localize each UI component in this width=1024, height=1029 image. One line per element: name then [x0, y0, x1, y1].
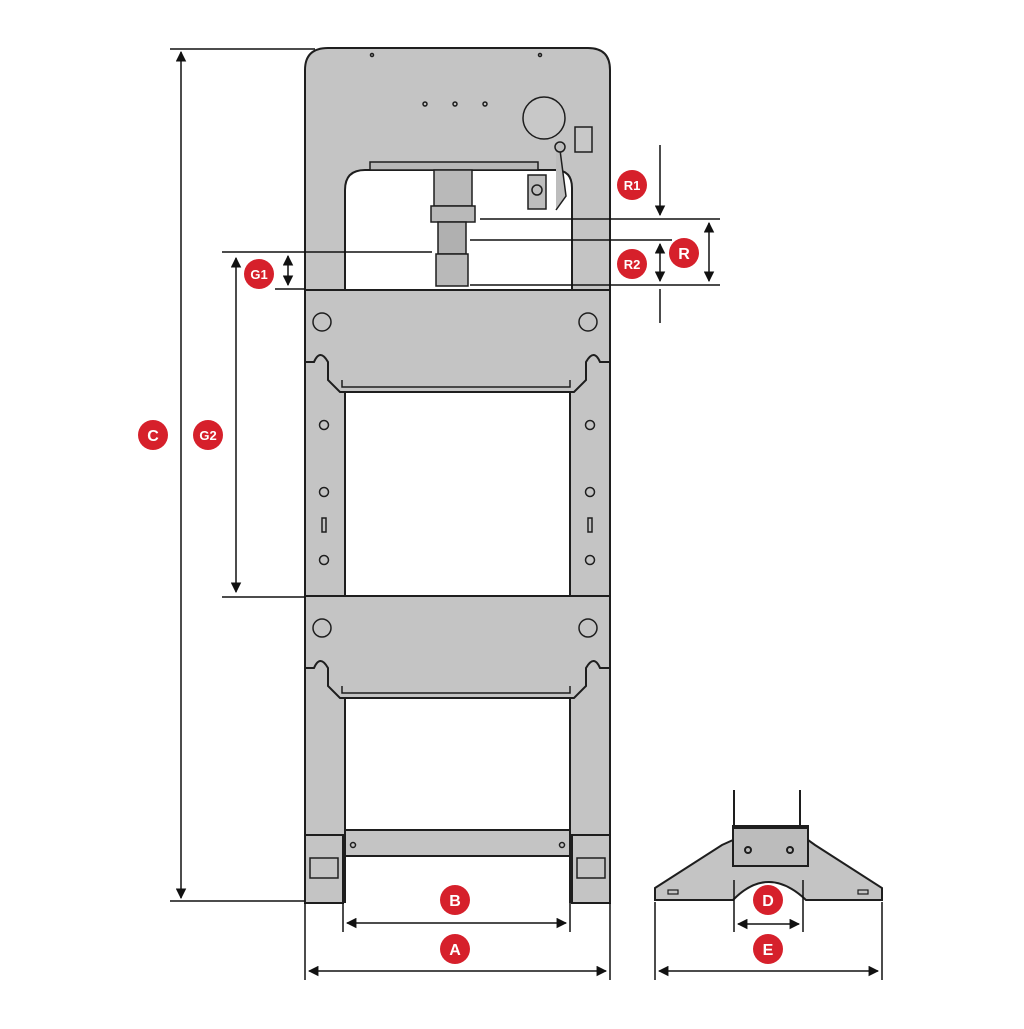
label-C: C [147, 428, 159, 445]
badge-R1: R1 [617, 170, 647, 200]
frame-details [309, 52, 606, 879]
label-G1: G1 [250, 267, 267, 282]
pump-unit [527, 174, 547, 210]
label-R1: R1 [624, 178, 641, 193]
badge-D: D [753, 885, 783, 915]
bottom-crossbar [344, 829, 571, 857]
ram-top-plate [369, 161, 539, 171]
foot-mount-plate [732, 827, 809, 867]
base-foot-profile [654, 790, 883, 901]
badge-B: B [440, 885, 470, 915]
badge-G1: G1 [244, 259, 274, 289]
label-B: B [449, 893, 461, 910]
badge-E: E [753, 934, 783, 964]
label-G2: G2 [199, 428, 216, 443]
label-A: A [449, 942, 461, 959]
lower-bed [304, 595, 611, 699]
label-D: D [762, 893, 774, 910]
label-E: E [763, 942, 774, 959]
badge-R: R [669, 238, 699, 268]
left-foot [304, 834, 344, 904]
piston-rod [437, 221, 467, 255]
badge-R2: R2 [617, 249, 647, 279]
dimension-lines [170, 48, 883, 980]
upper-bed [304, 289, 611, 393]
right-foot [571, 834, 611, 904]
label-R2: R2 [624, 257, 641, 272]
pressure-gauge-icon [522, 96, 566, 140]
badge-G2: G2 [193, 420, 223, 450]
cylinder-body [433, 169, 473, 207]
label-badges: C G2 G1 R1 R2 R B A [138, 170, 783, 964]
label-R: R [678, 246, 690, 263]
cylinder-collar [430, 205, 476, 223]
badge-C: C [138, 420, 168, 450]
control-box [574, 126, 593, 153]
badge-A: A [440, 934, 470, 964]
piston-head [435, 253, 469, 287]
